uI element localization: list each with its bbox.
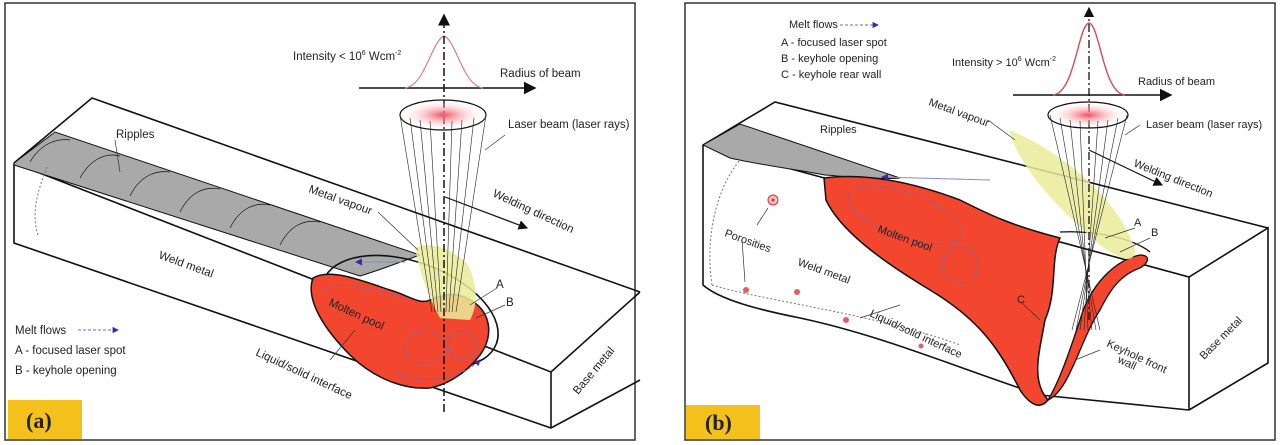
molten-pool-b [823, 175, 1062, 406]
panel-tag-bg-a [8, 400, 82, 439]
laser-rays-b [1049, 114, 1128, 331]
metal-vapour-a [415, 245, 476, 320]
intensity-profile-b [1052, 22, 1126, 96]
legend-a: Melt flows A - focused laser spot B - ke… [15, 325, 126, 377]
metal-vapour-b [1009, 130, 1135, 260]
porosities [743, 194, 924, 349]
legend-melt-flows-b: Melt flows [789, 19, 838, 31]
point-b-label-a: B [506, 297, 514, 309]
panel-b: Intensity > 106 Wcm-2 Radius of beam Las… [684, 2, 1276, 441]
laser-beam-label-b: Laser beam (laser rays) [1146, 119, 1262, 131]
legend-melt-flows: Melt flows [15, 325, 66, 337]
point-b-label-b: B [1151, 227, 1158, 239]
workpiece-block [13, 97, 641, 429]
point-a-label-a: A [496, 279, 504, 291]
panel-a: Intensity < 106 Wcm-2 Radius of beam Las… [4, 2, 641, 441]
welding-direction-arrow-b [1088, 149, 1164, 186]
ripples-label-b: Ripples [820, 124, 857, 136]
welding-direction-arrow-a [444, 196, 529, 230]
ripple-lines [29, 139, 321, 246]
panel-tag-a: (a) [26, 408, 52, 433]
radius-label-b: Radius of beam [1138, 76, 1215, 88]
radius-label-a: Radius of beam [500, 68, 581, 80]
panel-tag-bg-b [686, 405, 760, 439]
legend-a-item: A - focused laser spot [15, 345, 126, 357]
panel-tag-b: (b) [705, 410, 732, 435]
intensity-profile-a [404, 35, 484, 89]
laser-rays-a [399, 114, 487, 313]
point-a-label-b: A [1134, 217, 1142, 229]
legend-b: Melt flows A - focused laser spot B - ke… [781, 19, 887, 81]
keyhole-front-wall-shape [1046, 254, 1149, 402]
ripples-label-a: Ripples [116, 129, 155, 141]
legend-a-item-b: A - focused laser spot [781, 37, 887, 49]
intensity-label-b: Intensity > 106 Wcm-2 [952, 56, 1056, 69]
legend-b-item-b: B - keyhole opening [781, 53, 878, 65]
laser-beam-label-a: Laser beam (laser rays) [508, 119, 630, 131]
intensity-label-a: Intensity < 106 Wcm-2 [293, 50, 401, 63]
point-c-label-b: C [1017, 294, 1025, 306]
weld-ripples-b [701, 123, 901, 180]
legend-c-item-b: C - keyhole rear wall [781, 69, 881, 81]
legend-b-item: B - keyhole opening [15, 365, 117, 377]
beam-cross-section-b [1047, 101, 1129, 129]
